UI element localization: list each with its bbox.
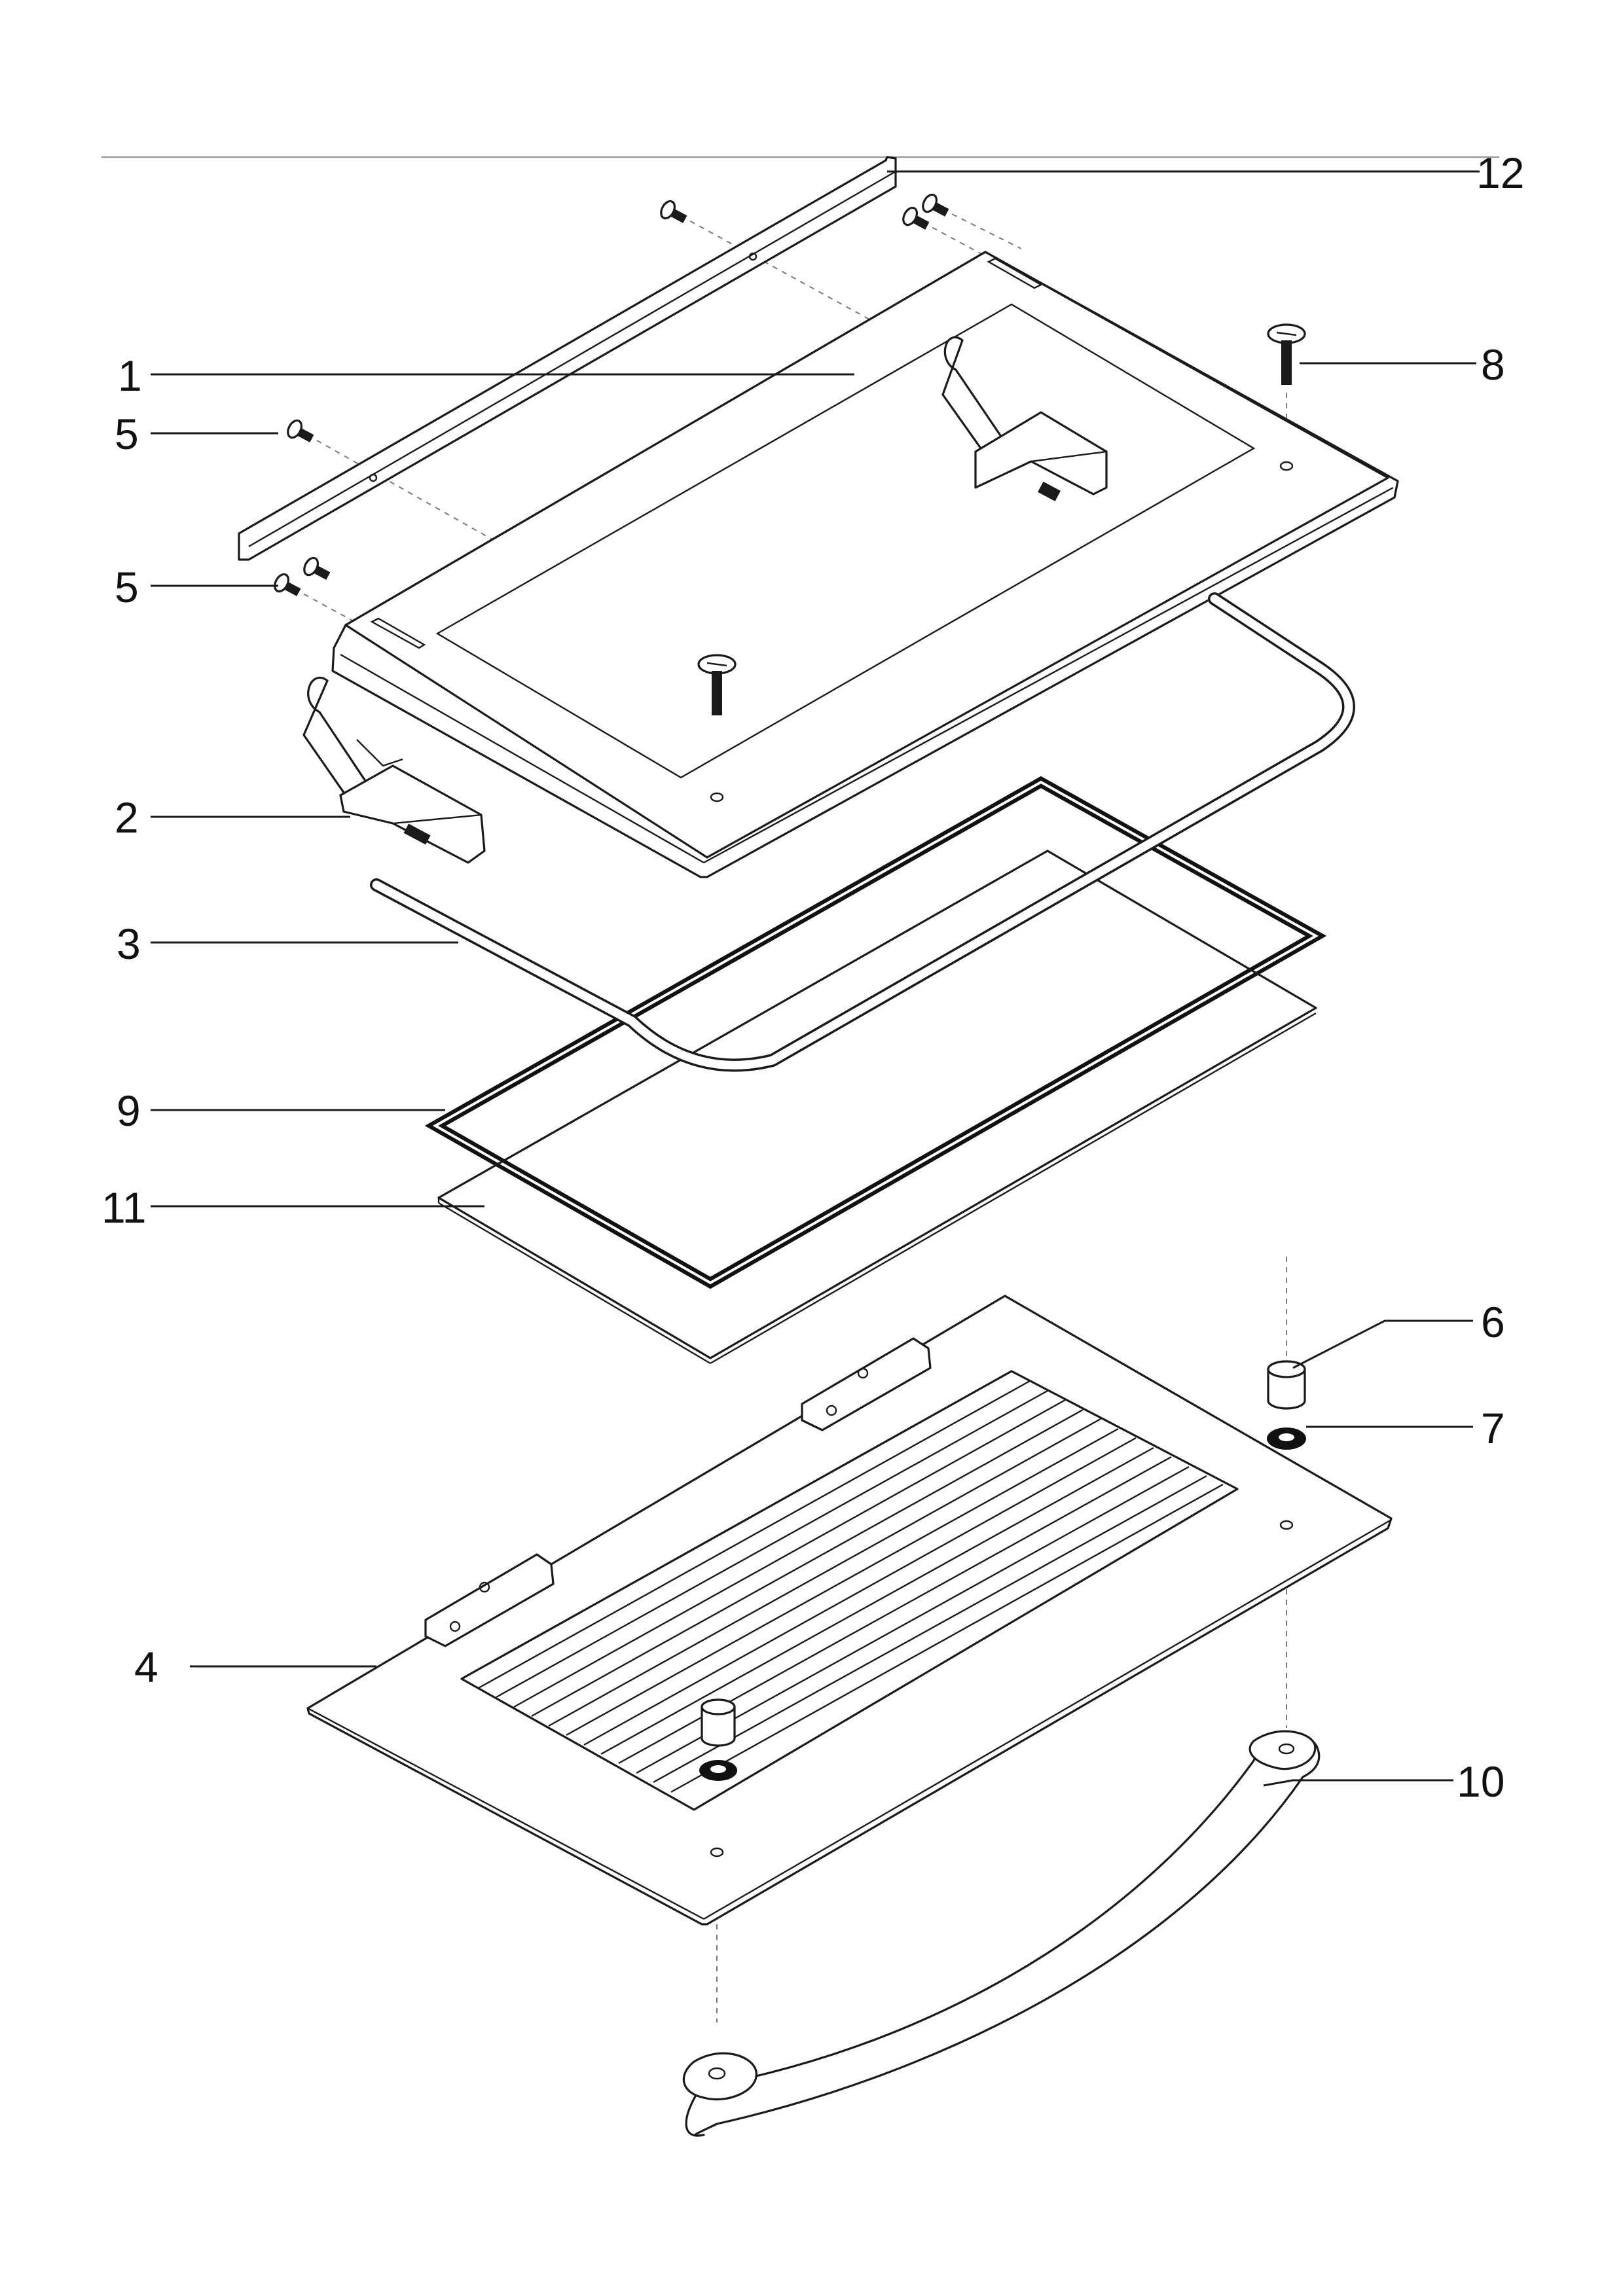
part-12-top-rail xyxy=(238,156,897,561)
washer-lower xyxy=(699,1760,737,1781)
screw-top-left xyxy=(660,200,687,223)
grill-slats xyxy=(478,1380,1224,1793)
spacer-lower xyxy=(701,1698,736,1747)
callout-3: 3 xyxy=(117,920,141,968)
frame-latch xyxy=(941,336,1108,501)
callout-12: 12 xyxy=(1476,149,1524,197)
part-3-rod xyxy=(370,592,1355,1072)
hinge-left xyxy=(424,1553,555,1647)
part-9-gasket xyxy=(424,776,1327,1289)
callout-labels: 12 1 8 5 5 2 3 9 11 6 7 4 10 xyxy=(101,149,1524,1806)
callout-11: 11 xyxy=(101,1183,147,1232)
part-5-screw-lower-a xyxy=(274,573,301,596)
part-11-glass-panel xyxy=(437,850,1317,1365)
callout-9: 9 xyxy=(117,1086,141,1135)
callout-5-upper: 5 xyxy=(115,410,139,458)
part-2-latch xyxy=(302,676,486,864)
screws xyxy=(274,193,1306,715)
leader-lines xyxy=(151,170,1480,1787)
callout-6: 6 xyxy=(1481,1298,1505,1346)
part-6-spacer xyxy=(1267,1360,1306,1410)
callout-2: 2 xyxy=(115,793,139,842)
part-1-main-frame xyxy=(331,251,1399,878)
part-8-countersunk-screw xyxy=(1267,323,1306,385)
screw-top-right-a xyxy=(902,206,930,230)
hinge-right xyxy=(801,1337,932,1431)
screw-top-right-b xyxy=(922,193,949,217)
callout-7: 7 xyxy=(1481,1404,1505,1452)
callout-1: 1 xyxy=(118,351,142,400)
part-10-handle xyxy=(682,1730,1321,2137)
countersunk-screw-center xyxy=(697,654,737,715)
part-7-washer xyxy=(1267,1427,1306,1450)
part-5-screw-lower-b xyxy=(303,556,331,580)
part-5-screw-upper xyxy=(287,419,314,442)
callout-4: 4 xyxy=(134,1643,158,1691)
callout-5-lower: 5 xyxy=(115,563,139,611)
part-4-door-panel xyxy=(306,1295,1393,1926)
callout-10: 10 xyxy=(1457,1757,1504,1806)
callout-8: 8 xyxy=(1481,340,1505,389)
